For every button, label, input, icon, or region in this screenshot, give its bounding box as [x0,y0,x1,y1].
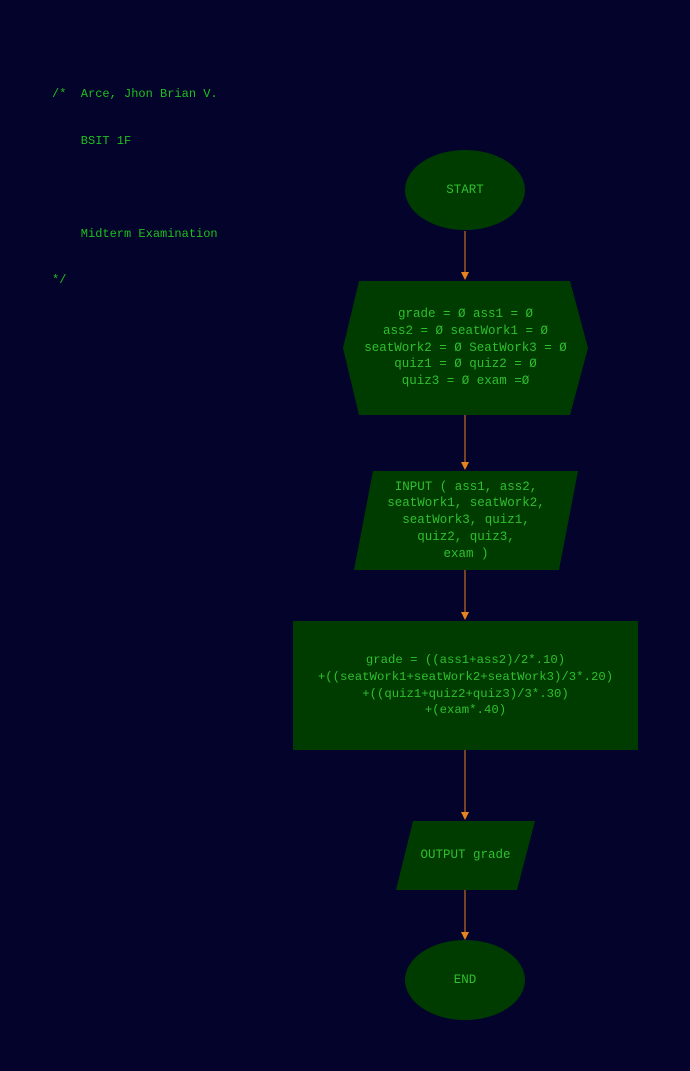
init-preparation-shape [343,281,588,415]
input-line: quiz2, quiz3, [417,529,515,544]
init-line: seatWork2 = Ø SeatWork3 = Ø [364,340,567,355]
init-line: quiz3 = Ø exam =Ø [401,374,530,389]
end-terminator [405,940,525,1020]
comment-line: /* Arce, Jhon Brian V. [52,87,218,101]
process-label: grade = ((ass1+ass2)/2*.10) +((seatWork1… [293,621,638,750]
process-line: +((quiz1+quiz2+quiz3)/3*.30) [362,686,569,701]
output-label: OUTPUT grade [396,821,535,890]
init-label: grade = Ø ass1 = Ø ass2 = Ø seatWork1 = … [343,281,588,415]
process-line: grade = ((ass1+ass2)/2*.10) [365,652,566,667]
output-text: OUTPUT grade [420,848,511,863]
start-label: START [405,150,525,230]
arrowhead [461,612,469,620]
end-label: END [405,940,525,1020]
arrowhead [461,932,469,940]
header-comment: /* Arce, Jhon Brian V. BSIT 1F Midterm E… [52,56,218,304]
comment-line: BSIT 1F [52,133,132,148]
comment-line: Midterm Examination [52,226,218,241]
arrowhead [461,462,469,470]
arrowhead [461,272,469,280]
start-terminator [405,150,525,230]
input-label: INPUT ( ass1, ass2, seatWork1, seatWork2… [354,471,578,570]
input-line: seatWork3, quiz1, [402,513,530,528]
input-line: seatWork1, seatWork2, [387,496,545,511]
init-line: ass2 = Ø seatWork1 = Ø [382,323,549,338]
end-text: END [453,972,477,987]
process-rectangle [293,621,638,750]
start-text: START [446,182,484,197]
init-line: grade = Ø ass1 = Ø [397,307,534,321]
process-line: +((seatWork1+seatWork2+seatWork3)/3*.20) [317,669,614,684]
process-line: +(exam*.40) [424,703,507,718]
input-line: INPUT ( ass1, ass2, [394,479,538,494]
init-line: quiz1 = Ø quiz2 = Ø [394,357,537,372]
comment-line: */ [52,273,67,287]
output-data-shape [396,821,535,890]
input-line: exam ) [443,546,489,561]
arrowhead [461,812,469,820]
input-data-shape [354,471,578,570]
